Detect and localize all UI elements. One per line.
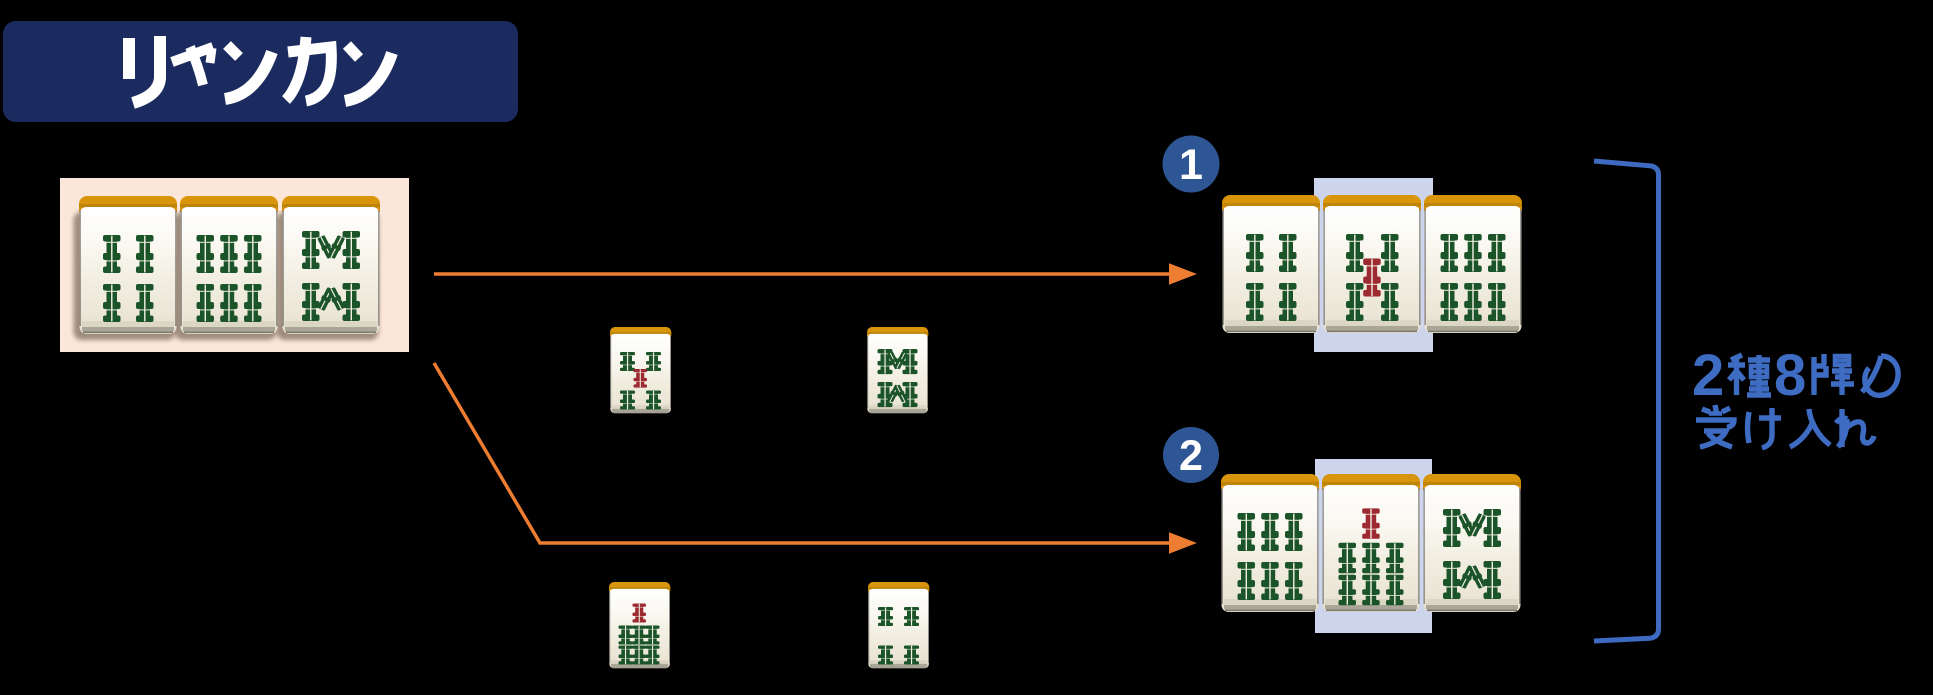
svg-text:2: 2 [1692,343,1724,408]
svg-text:2: 2 [1179,432,1203,480]
svg-text:1: 1 [1179,141,1203,189]
svg-text:8: 8 [1774,343,1806,408]
